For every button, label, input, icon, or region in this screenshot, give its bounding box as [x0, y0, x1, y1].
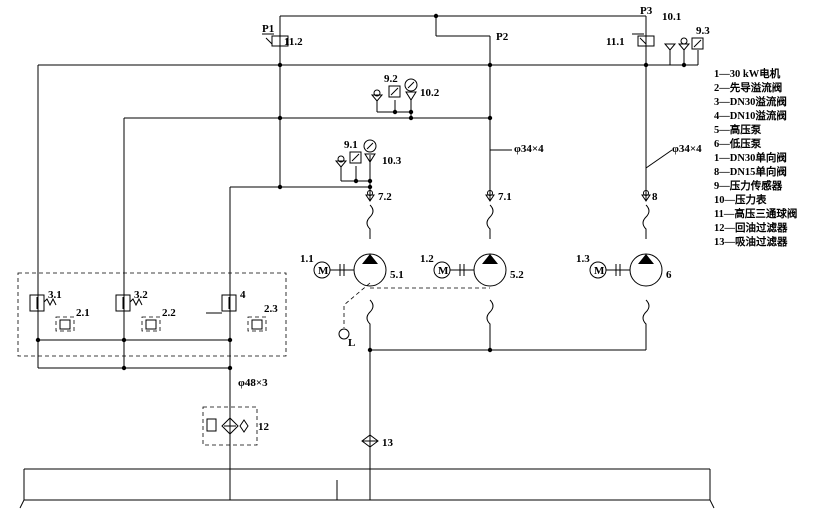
legend-item: 11—高压三通球阀 [714, 207, 797, 220]
junction-dots [35, 13, 687, 371]
motor-1-1-symbol: M [318, 265, 329, 277]
legend-item: 1—30 kW电机 [714, 67, 781, 80]
pilot-valve-2-1 [55, 316, 75, 332]
label-13: 13 [382, 437, 394, 449]
label-2-2: 2.2 [162, 307, 176, 319]
label-5-1: 5.1 [390, 269, 404, 281]
legend-item: 9—压力传感器 [714, 179, 783, 192]
label-11-1: 11.1 [606, 36, 625, 48]
label-10-2: 10.2 [420, 87, 440, 99]
check-9-1-side [334, 155, 348, 168]
label-p1: P1 [262, 23, 274, 35]
ball-valve-11-2 [262, 33, 289, 47]
drain-port [338, 328, 350, 340]
label-9-2: 9.2 [384, 73, 398, 85]
label-1-1: 1.1 [300, 253, 314, 265]
label-drain: L [348, 337, 355, 349]
label-5-2: 5.2 [510, 269, 524, 281]
pressure-gauge-10-2 [404, 78, 418, 101]
legend-item: 12—回油过滤器 [714, 221, 788, 234]
label-6: 6 [666, 269, 672, 281]
label-1-3: 1.3 [576, 253, 590, 265]
ball-valve-11-1 [632, 33, 655, 47]
component-labels: P1 11.2 P2 P3 11.1 10.1 9.3 9.2 10.2 9.1… [48, 5, 710, 449]
label-10-3: 10.3 [382, 155, 402, 167]
label-1-2: 1.2 [420, 253, 434, 265]
return-filter-12 [202, 406, 258, 446]
legend-item: 13—吸油过滤器 [714, 235, 788, 248]
gauge-10-1 [663, 37, 691, 51]
label-11-2: 11.2 [284, 36, 303, 48]
legend-item: 10—压力表 [714, 193, 767, 206]
pipe-network [19, 15, 715, 509]
label-pipe-c: φ48×3 [238, 377, 268, 389]
check-valve-8 [641, 190, 651, 202]
label-7-1: 7.1 [498, 191, 512, 203]
legend-item: 1—DN30单向阀 [714, 151, 787, 164]
motor-1-3-symbol: M [594, 265, 605, 277]
label-2-1: 2.1 [76, 307, 90, 319]
pressure-sensor-9-1 [349, 151, 362, 164]
label-pipe-b: φ34×4 [672, 143, 702, 155]
suction-filter-13 [361, 434, 379, 448]
label-12: 12 [258, 421, 270, 433]
pilot-valve-2-2 [141, 316, 161, 332]
legend: 1—30 kW电机 2—先导溢流阀 3—DN30溢流阀 4—DN10溢流阀 5—… [714, 67, 797, 248]
label-7-2: 7.2 [378, 191, 392, 203]
label-3-2: 3.2 [134, 289, 148, 301]
legend-item: 2—先导溢流阀 [714, 81, 782, 94]
motor-1-3 [589, 261, 630, 279]
pump-6 [629, 253, 663, 287]
label-p3: P3 [640, 5, 653, 17]
label-8: 8 [652, 191, 658, 203]
motor-1-1 [313, 261, 354, 279]
label-p2: P2 [496, 31, 509, 43]
pump-5-2 [473, 253, 507, 287]
check-valve-7-2 [365, 190, 375, 202]
legend-item: 3—DN30溢流阀 [714, 95, 787, 108]
pressure-sensor-9-2 [388, 85, 401, 98]
label-4: 4 [240, 289, 246, 301]
legend-item: 8—DN15单向阀 [714, 165, 787, 178]
pressure-sensor-9-3 [691, 37, 704, 50]
pump-5-1 [353, 253, 387, 287]
relief-valve-group [17, 272, 287, 357]
legend-item: 5—高压泵 [714, 123, 762, 136]
motor-1-2-symbol: M [438, 265, 449, 277]
check-9-2-side [370, 89, 384, 102]
check-valve-7-1 [485, 190, 495, 202]
legend-item: 4—DN10溢流阀 [714, 109, 787, 122]
label-10-1: 10.1 [662, 11, 681, 23]
label-3-1: 3.1 [48, 289, 62, 301]
label-pipe-a: φ34×4 [514, 143, 544, 155]
legend-item: 6—低压泵 [714, 137, 762, 150]
pilot-valve-2-3 [247, 316, 267, 332]
label-9-3: 9.3 [696, 25, 710, 37]
label-2-3: 2.3 [264, 303, 278, 315]
label-9-1: 9.1 [344, 139, 358, 151]
motor-1-2 [433, 261, 474, 279]
pressure-gauge-10-3 [363, 139, 377, 163]
relief-valve-4 [206, 294, 237, 314]
relief-valve-3-1 [29, 294, 57, 312]
relief-valve-3-2 [115, 294, 143, 312]
